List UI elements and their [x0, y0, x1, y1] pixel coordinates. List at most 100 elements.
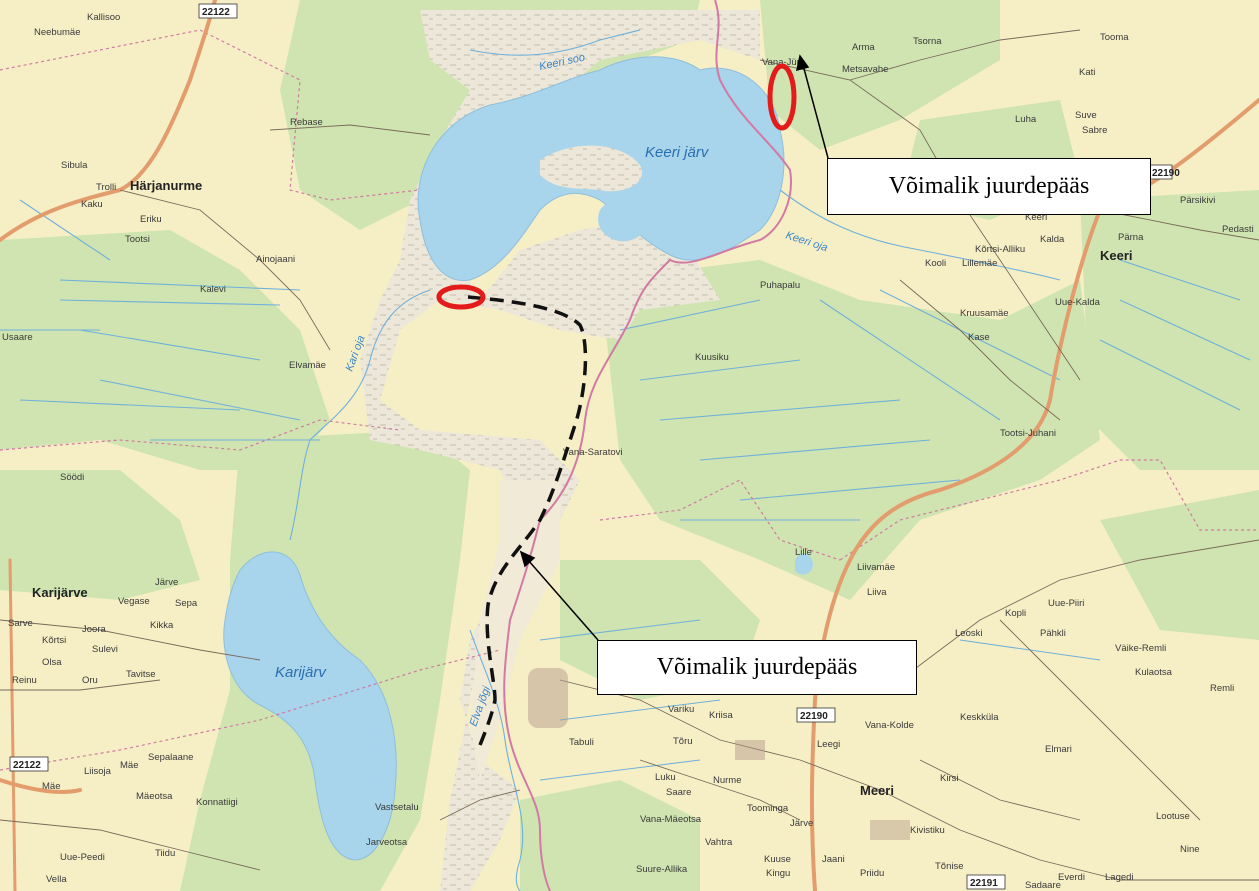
town-label-meeri: Meeri: [860, 783, 894, 798]
place-label: Kriisa: [709, 710, 733, 721]
place-label: Järve: [790, 818, 813, 829]
streams: [0, 29, 1251, 891]
place-label: Tiidu: [155, 848, 175, 859]
place-label: Uue-Kalda: [1055, 297, 1101, 308]
town-label-harjanurme: Härjanurme: [130, 178, 202, 193]
place-label: Jarveotsa: [366, 837, 408, 848]
place-label: Järve: [155, 577, 178, 588]
place-label: Liisoja: [84, 766, 112, 777]
place-label: Leegi: [817, 739, 840, 750]
town-label-karijarve: Karijärve: [32, 585, 88, 600]
place-label: Kruusamäe: [960, 308, 1009, 319]
place-label: Kooli: [925, 258, 946, 269]
place-label: Luku: [655, 772, 676, 783]
place-label: Uue-Piiri: [1048, 598, 1084, 609]
place-label: Lootuse: [1156, 811, 1190, 822]
callout-access-south: Võimalik juurdepääs: [597, 640, 917, 695]
place-label: Tabuli: [569, 737, 594, 748]
svg-text:22190: 22190: [800, 711, 828, 722]
place-label: Keeri: [1025, 212, 1047, 223]
place-label: Remli: [1210, 683, 1234, 694]
place-label: Jaani: [822, 854, 845, 865]
place-label: Trolli: [96, 182, 116, 193]
place-label: Tõnise: [935, 861, 964, 872]
place-label: Vastsetalu: [375, 802, 419, 813]
place-label: Kuuse: [764, 854, 791, 865]
place-label: Kirsi: [940, 773, 958, 784]
place-label: Sadaare: [1025, 880, 1061, 891]
place-label: Sulevi: [92, 644, 118, 655]
place-label: Kivistiku: [910, 825, 945, 836]
place-label: Tsorna: [913, 36, 942, 47]
lake-label-karij: Karijärv: [275, 664, 327, 681]
place-label: Liiva: [867, 587, 887, 598]
place-label: Pärsikivi: [1180, 195, 1215, 206]
place-label: Arma: [852, 42, 875, 53]
place-label: Väike-Remli: [1115, 643, 1166, 654]
minor-roads: [0, 29, 1259, 881]
place-label: Pähkli: [1040, 628, 1066, 639]
place-label: Tõru: [673, 736, 693, 747]
place-label: Tootsi-Juhani: [1000, 428, 1056, 439]
place-label: Everdi: [1058, 872, 1085, 883]
place-label: Olsa: [42, 657, 62, 668]
svg-text:22190: 22190: [1152, 168, 1180, 179]
access-point-marker-north: [767, 63, 797, 131]
settlement-blocks: [528, 668, 910, 840]
callout-label: Võimalik juurdepääs: [656, 654, 858, 680]
lake-karij: [223, 551, 397, 861]
place-label: Joora: [82, 624, 106, 635]
svg-text:22122: 22122: [202, 7, 230, 18]
place-label: Kulaotsa: [1135, 667, 1173, 678]
place-label: Neebumäe: [34, 27, 80, 38]
place-label: Kuusiku: [695, 352, 729, 363]
place-label: Kaku: [81, 199, 103, 210]
place-label: Saare: [666, 787, 691, 798]
place-label: Söödi: [60, 472, 84, 483]
place-label: Kallisoo: [87, 12, 120, 23]
place-label: Vana-Mäeotsa: [640, 814, 702, 825]
place-label: Pärna: [1118, 232, 1144, 243]
svg-text:22191: 22191: [970, 878, 998, 889]
administrative-boundaries: [0, 29, 1259, 771]
town-label-keeri: Keeri: [1100, 248, 1133, 263]
road-shields: 22122 22190 22190 22122 22191: [9, 3, 1180, 890]
place-label: Reinu: [12, 675, 37, 686]
place-label: Sarve: [8, 618, 33, 629]
place-label: Pedasti: [1222, 224, 1254, 235]
place-label: Kopli: [1005, 608, 1026, 619]
place-label: Mäe: [120, 760, 138, 771]
place-label: Kati: [1079, 67, 1095, 78]
lake-keeri-bay: [598, 199, 650, 242]
lake-keeri-inner-island: [540, 145, 642, 192]
callout-access-north: Võimalik juurdepääs: [827, 158, 1151, 215]
place-label: Ainojaani: [256, 254, 295, 265]
place-label: Vella: [46, 874, 67, 885]
place-label: Puhapalu: [760, 280, 800, 291]
place-label: Sepalaane: [148, 752, 193, 763]
lake-label-keeri: Keeri järv: [645, 144, 710, 161]
place-label: Toominga: [747, 803, 789, 814]
place-label: Eriku: [140, 214, 162, 225]
place-label: Lillemäe: [962, 258, 997, 269]
place-label: Kase: [968, 332, 990, 343]
place-label: Tooma: [1100, 32, 1129, 43]
place-label: Suve: [1075, 110, 1097, 121]
place-label: Nurme: [713, 775, 742, 786]
place-label: Sepa: [175, 598, 198, 609]
callout-arrows: [519, 54, 829, 641]
place-label: Kingu: [766, 868, 790, 879]
place-label: Tootsi: [125, 234, 150, 245]
access-route-dashed: [467, 295, 588, 746]
place-label: Nine: [1180, 844, 1200, 855]
place-label: Sibula: [61, 160, 88, 171]
svg-text:22122: 22122: [13, 760, 41, 771]
place-label: Vegase: [118, 596, 150, 607]
place-label: Vahtra: [705, 837, 733, 848]
place-label: Kalevi: [200, 284, 226, 295]
place-label: Priidu: [860, 868, 884, 879]
place-labels: Kallisoo Neebumäe Rebase Sibula Trolli K…: [2, 12, 1254, 891]
place-label: Konnatiigi: [196, 797, 238, 808]
parish-border: [503, 0, 792, 891]
